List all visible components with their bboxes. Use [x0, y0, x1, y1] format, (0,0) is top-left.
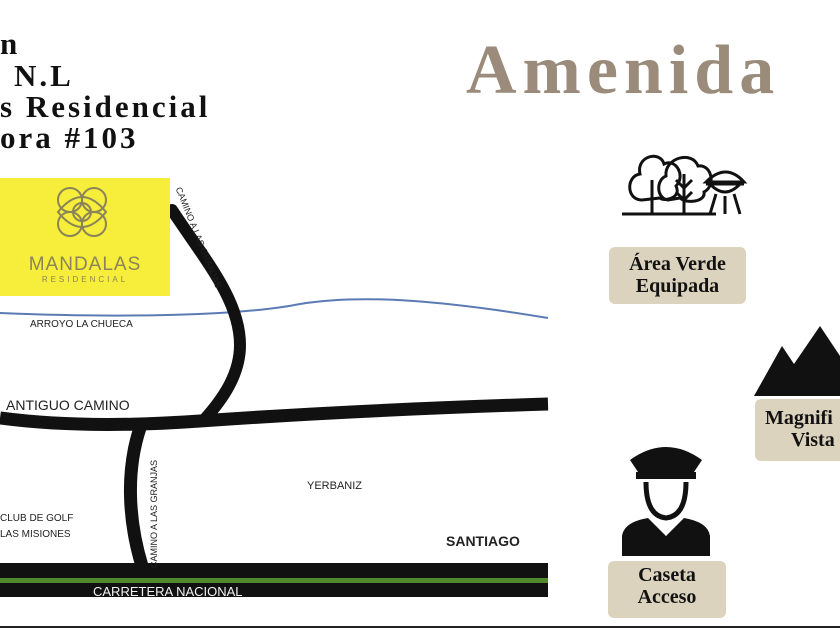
mandala-emblem-icon — [56, 187, 108, 237]
road-antiguo-camino — [0, 397, 549, 431]
amenity-badge-area-verde: Área Verde Equipada — [609, 247, 746, 304]
river-arroyo-la-chueca — [0, 298, 549, 319]
highway-green-stripe — [0, 578, 548, 583]
label-carretera-nacional: CARRETERA NACIONAL — [93, 584, 243, 599]
amenity-badge-vista: Magnifi Vista — [755, 399, 840, 461]
address-line-2: N.L — [14, 58, 74, 93]
address-line-4: ora #103 — [0, 120, 139, 155]
amenity-label-line2: Acceso — [637, 586, 697, 608]
label-arroyo: ARROYO LA CHUECA — [30, 319, 133, 330]
label-antiguo-camino: ANTIGUO CAMINO — [6, 397, 130, 413]
amenity-label-line2: Vista — [791, 429, 835, 451]
mountains-icon — [754, 326, 840, 396]
mandalas-logo — [0, 178, 170, 296]
address-line-1: n — [0, 26, 21, 61]
amenity-badge-caseta: Caseta Acceso — [608, 561, 726, 618]
security-guard-icon — [622, 447, 710, 556]
amenity-label-line1: Magnifi — [765, 407, 833, 429]
amenity-label-line1: Área Verde — [629, 253, 726, 275]
label-camino-granjas-lower: CAMINO A LAS GRANJAS — [149, 459, 159, 568]
trees-grill-icon — [622, 154, 748, 216]
label-club-golf-line2: LAS MISIONES — [0, 529, 71, 540]
amenity-label-line2: Equipada — [635, 275, 720, 297]
bottom-divider — [0, 626, 840, 628]
location-map — [0, 204, 549, 597]
logo-subtitle: RESIDENCIAL — [41, 275, 129, 284]
road-camino-granjas-upper — [166, 204, 247, 426]
logo-name: MANDALAS — [28, 254, 142, 275]
road-camino-granjas-lower — [124, 421, 149, 573]
amenities-title: Amenida — [466, 32, 781, 109]
address-line-3: s Residencial — [0, 89, 211, 124]
label-yerbaniz: YERBANIZ — [307, 480, 363, 492]
amenity-label-line1: Caseta — [638, 564, 696, 586]
label-club-golf-line1: CLUB DE GOLF — [0, 513, 74, 524]
label-santiago: SANTIAGO — [446, 533, 520, 549]
